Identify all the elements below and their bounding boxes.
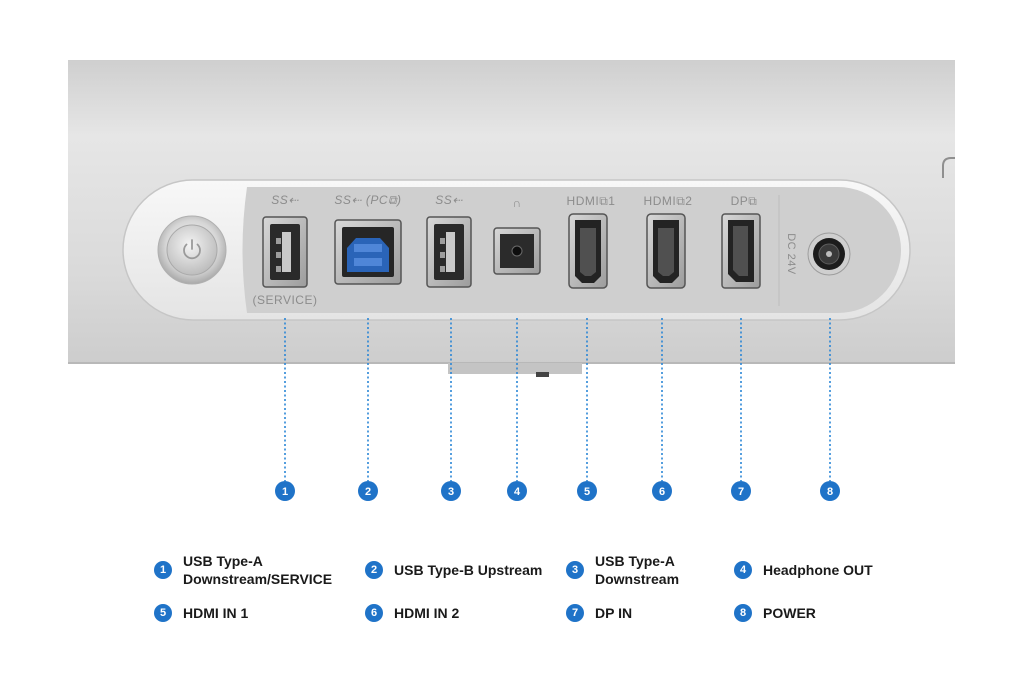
callout-badge-6: 6 <box>652 481 672 501</box>
callout-badge-8: 8 <box>820 481 840 501</box>
dc-power-port <box>807 232 851 276</box>
stand-bracket <box>448 363 582 374</box>
headphone-icon: ∩ <box>512 196 521 210</box>
usb-a-port <box>426 216 472 288</box>
svg-text:7: 7 <box>738 486 744 498</box>
usb-a-service-port <box>262 216 308 288</box>
hdmi-2-port <box>646 213 686 289</box>
svg-text:3: 3 <box>448 486 454 498</box>
svg-text:5: 5 <box>584 486 590 498</box>
dc-voltage-label: DC 24V <box>785 233 797 275</box>
callout-lines <box>284 318 831 481</box>
hdmi-1-port <box>568 213 608 289</box>
hdmi1-label: HDMI⧉1 <box>567 194 616 208</box>
callout-badges: 1 2 3 4 5 6 7 8 <box>275 481 840 501</box>
svg-text:2: 2 <box>365 486 371 498</box>
callout-badge-1: 1 <box>275 481 295 501</box>
svg-text:6: 6 <box>659 486 665 498</box>
callout-badge-4: 4 <box>507 481 527 501</box>
usb1-symbol: SS⇠ <box>271 193 299 207</box>
power-button[interactable] <box>157 215 227 285</box>
dp-label: DP⧉ <box>731 194 758 208</box>
svg-text:1: 1 <box>282 486 288 498</box>
headphone-port <box>493 227 541 275</box>
callout-badge-7: 7 <box>731 481 751 501</box>
callout-badge-5: 5 <box>577 481 597 501</box>
callout-badge-3: 3 <box>441 481 461 501</box>
hdmi2-label: HDMI⧉2 <box>644 194 693 208</box>
svg-text:4: 4 <box>514 486 521 498</box>
power-icon <box>183 239 201 260</box>
usb2-symbol: SS⇠ (PC⧉) <box>334 193 401 207</box>
usb3-symbol: SS⇠ <box>435 193 463 207</box>
usb1-service-label: (SERVICE) <box>253 293 318 307</box>
svg-text:8: 8 <box>827 486 833 498</box>
usb-b-port <box>334 219 402 285</box>
displayport-port <box>721 213 761 289</box>
callout-badge-2: 2 <box>358 481 378 501</box>
